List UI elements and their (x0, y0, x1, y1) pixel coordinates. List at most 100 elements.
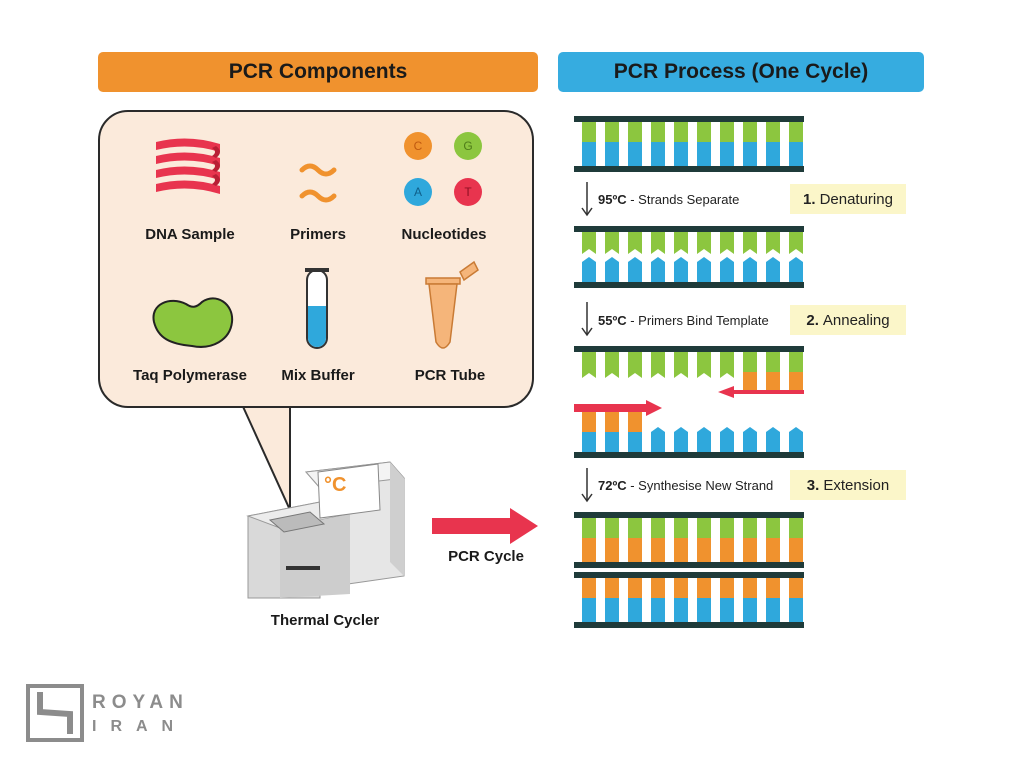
dna-base-top (766, 352, 780, 372)
dna-backbone (574, 622, 804, 628)
dna-base-bottom (766, 142, 780, 166)
dna-base-bottom (628, 432, 642, 452)
step-1-temp: 95ºC - Strands Separate (598, 192, 740, 207)
dna-base-bottom (766, 538, 780, 562)
dna-base-top (628, 122, 642, 142)
dna-base-top (651, 578, 665, 598)
dna-base-bottom (720, 427, 734, 452)
dna-base-top (605, 122, 619, 142)
step-2-badge: 2.Annealing (790, 305, 906, 335)
primer-base (628, 412, 642, 432)
dna-backbone (574, 166, 804, 172)
dna-base-top (605, 232, 619, 254)
dna-base-top (651, 122, 665, 142)
dna-backbone (574, 512, 804, 518)
dna-base-top (582, 578, 596, 598)
dna-base-top (789, 122, 803, 142)
dna-base-bottom (582, 257, 596, 282)
dna-base-top (605, 352, 619, 378)
pcr-tube-label: PCR Tube (414, 367, 486, 384)
dna-base-top (789, 518, 803, 538)
dna-base-top (720, 518, 734, 538)
thermal-cycler-label: Thermal Cycler (270, 612, 380, 629)
primer-base (789, 372, 803, 392)
process-header: PCR Process (One Cycle) (558, 52, 924, 92)
dna-base-top (766, 578, 780, 598)
dna-sample-label: DNA Sample (145, 226, 235, 243)
dna-base-top (697, 352, 711, 378)
dna-base-bottom (651, 427, 665, 452)
dna-base-bottom (674, 538, 688, 562)
dna-base-top (651, 232, 665, 254)
dna-base-bottom (628, 598, 642, 622)
dna-base-bottom (605, 538, 619, 562)
dna-base-top (720, 122, 734, 142)
dna-base-top (605, 518, 619, 538)
dna-base-top (697, 518, 711, 538)
dna-base-bottom (720, 257, 734, 282)
dna-base-bottom (789, 142, 803, 166)
dna-base-bottom (697, 427, 711, 452)
pcr-cycle-label: PCR Cycle (448, 548, 524, 565)
primer-base (605, 412, 619, 432)
dna-base-bottom (582, 142, 596, 166)
dna-base-top (743, 352, 757, 372)
pcr-cycle-arrow-icon (432, 508, 538, 544)
primers-icon (299, 163, 337, 203)
dna-base-bottom (766, 427, 780, 452)
royan-logo-icon (26, 684, 84, 742)
logo-line1: ROYAN (92, 692, 189, 713)
dna-base-top (674, 122, 688, 142)
dna-backbone (574, 452, 804, 458)
dna-base-top (651, 352, 665, 378)
dna-base-bottom (628, 257, 642, 282)
dna-base-bottom (651, 598, 665, 622)
dna-base-top (766, 232, 780, 254)
dna-backbone (574, 562, 804, 568)
components-header: PCR Components (98, 52, 538, 92)
dna-base-bottom (582, 598, 596, 622)
logo-line2: IRAN (92, 718, 188, 735)
dna-base-top (674, 578, 688, 598)
dna-base-top (628, 232, 642, 254)
dna-base-bottom (697, 142, 711, 166)
dna-base-top (766, 122, 780, 142)
dna-base-bottom (651, 538, 665, 562)
dna-base-bottom (674, 257, 688, 282)
dna-backbone (574, 116, 804, 122)
nucleotide-g-icon: G (454, 132, 482, 160)
nucleotide-c-icon: C (404, 132, 432, 160)
dna-base-top (582, 232, 596, 254)
dna-base-top (628, 578, 642, 598)
dna-base-bottom (697, 257, 711, 282)
dna-backbone (574, 226, 804, 232)
dna-base-top (628, 518, 642, 538)
dna-base-bottom (789, 427, 803, 452)
dna-base-top (674, 518, 688, 538)
nucleotides-label: Nucleotides (401, 226, 487, 243)
dna-base-bottom (674, 142, 688, 166)
dna-base-bottom (605, 598, 619, 622)
dna-base-bottom (674, 427, 688, 452)
dna-base-top (674, 232, 688, 254)
dna-base-top (720, 578, 734, 598)
dna-base-bottom (743, 142, 757, 166)
mix-buffer-label: Mix Buffer (281, 367, 355, 384)
dna-base-bottom (651, 142, 665, 166)
dna-base-bottom (743, 598, 757, 622)
dna-base-top (720, 232, 734, 254)
dna-base-top (743, 578, 757, 598)
dna-base-top (582, 122, 596, 142)
dna-base-bottom (789, 598, 803, 622)
dna-base-bottom (743, 257, 757, 282)
dna-base-top (582, 352, 596, 378)
dna-base-bottom (697, 598, 711, 622)
primer-base (582, 412, 596, 432)
step-3-arrow-icon (581, 468, 593, 503)
pcr-tube-icon (425, 260, 479, 349)
dna-base-bottom (720, 598, 734, 622)
dna-base-bottom (720, 538, 734, 562)
dna-base-bottom (605, 142, 619, 166)
